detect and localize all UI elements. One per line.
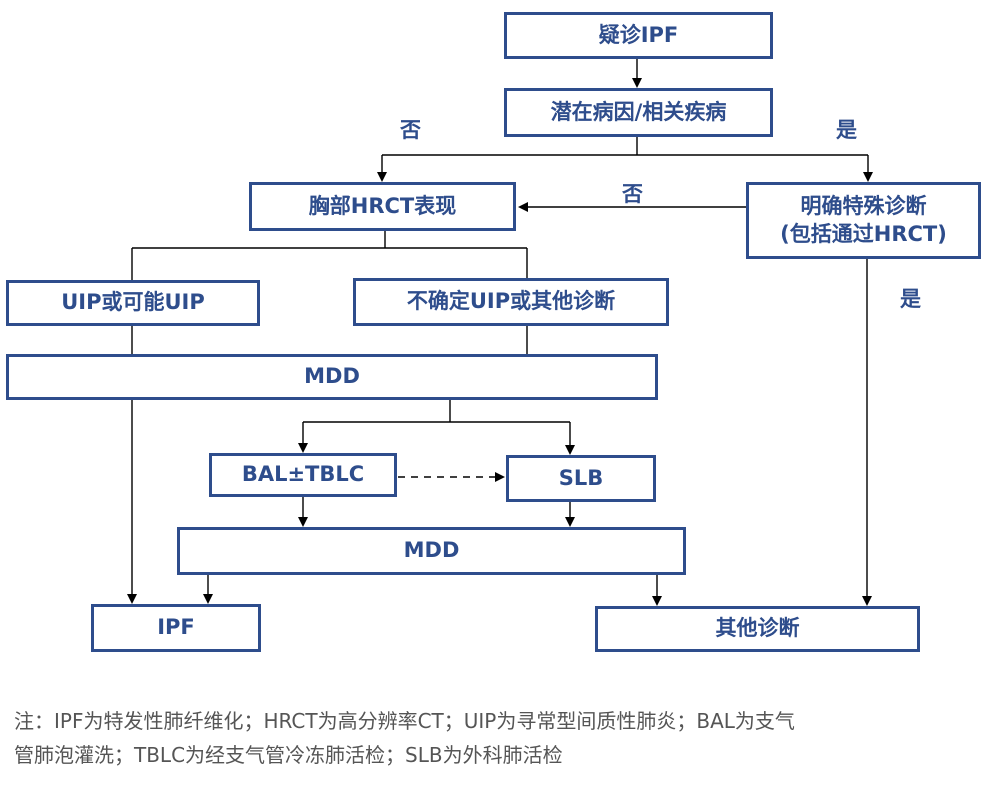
ipf-diagnosis-flowchart: 疑诊IPF 潜在病因/相关疾病 胸部HRCT表现 明确特殊诊断 (包括通过HRC… <box>6 12 981 652</box>
footnote-line-2: 管肺泡灌洗；TBLC为经支气管冷冻肺活检；SLB为外科肺活检 <box>14 743 563 767</box>
node-suspect-ipf: 疑诊IPF <box>504 12 773 59</box>
label-yes-right: 是 <box>836 118 857 142</box>
node-slb: SLB <box>506 455 656 502</box>
specific-dx-line2: (包括通过HRCT) <box>780 221 947 246</box>
label-no-middle: 否 <box>622 182 643 206</box>
node-mdd-1: MDD <box>6 354 658 400</box>
node-specific-dx: 明确特殊诊断 (包括通过HRCT) <box>746 182 981 259</box>
label-no-left: 否 <box>400 118 421 142</box>
specific-dx-line1: 明确特殊诊断 <box>800 194 927 219</box>
node-mdd-2: MDD <box>177 527 686 575</box>
node-other-dx: 其他诊断 <box>595 606 920 652</box>
node-potential-cause: 潜在病因/相关疾病 <box>504 88 773 137</box>
connector-lines <box>127 59 873 606</box>
node-hrct: 胸部HRCT表现 <box>249 182 516 231</box>
node-bal-tblc: BAL±TBLC <box>209 453 397 497</box>
node-ipf: IPF <box>91 604 261 652</box>
node-uncertain: 不确定UIP或其他诊断 <box>353 278 669 326</box>
label-yes-lower: 是 <box>900 287 921 311</box>
footnote-line-1: 注：IPF为特发性肺纤维化；HRCT为高分辨率CT；UIP为寻常型间质性肺炎；B… <box>14 709 795 733</box>
footnote: 注：IPF为特发性肺纤维化；HRCT为高分辨率CT；UIP为寻常型间质性肺炎；B… <box>14 704 974 772</box>
node-uip: UIP或可能UIP <box>6 280 260 326</box>
